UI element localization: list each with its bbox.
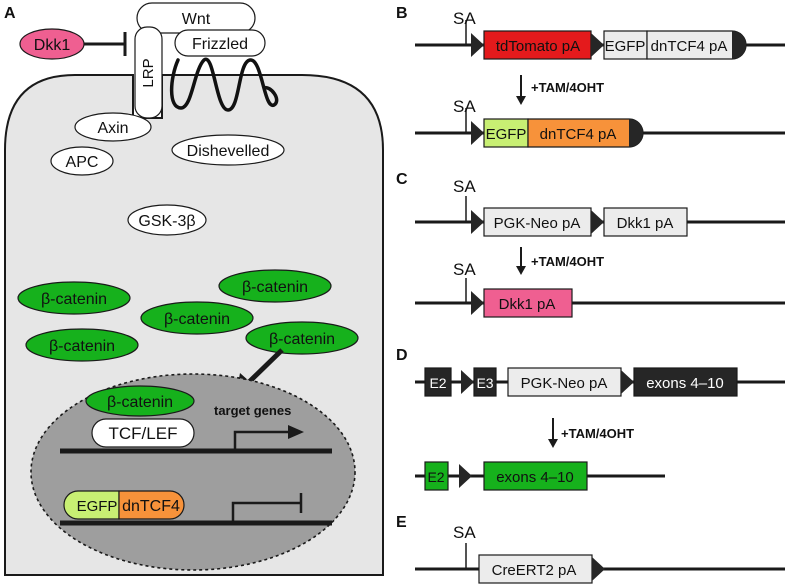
beta-catenin-label: β-catenin <box>164 311 230 328</box>
dkk1-label: Dkk1 <box>34 37 71 54</box>
dntcf4-recombined-cap <box>629 119 643 147</box>
exons-4-10-box <box>633 367 738 397</box>
recombination-arrowhead <box>516 96 526 105</box>
creert2-label: CreERT2 pA <box>492 562 577 579</box>
tdtomato-cassette <box>483 30 592 60</box>
loxp-site <box>471 33 484 57</box>
loxp-site <box>461 370 474 394</box>
egfp-segment-recombined <box>483 118 529 148</box>
exon-2-recombined-label: E2 <box>427 469 444 485</box>
treatment-label: +TAM/4OHT <box>561 426 634 441</box>
splice-acceptor-label: SA <box>453 177 476 196</box>
beta-catenin-nuclear-label: β-catenin <box>107 394 173 411</box>
egfp-fusion-domain <box>63 490 120 520</box>
beta-catenin-oval <box>17 281 131 315</box>
creert2-cassette <box>478 554 593 584</box>
loxp-site <box>591 210 604 234</box>
panel-label-d: D <box>396 347 408 364</box>
egfp-fusion-label: EGFP <box>77 498 118 515</box>
loxp-site <box>471 121 484 145</box>
treatment-label: +TAM/4OHT <box>531 254 604 269</box>
gsk3b-oval <box>127 204 207 236</box>
promoter-arrow <box>233 430 292 451</box>
beta-catenin-label: β-catenin <box>49 338 115 355</box>
loxp-site <box>592 557 605 581</box>
pgk-neo-d-label: PGK-Neo pA <box>521 375 608 392</box>
tdtomato-label: tdTomato pA <box>496 38 580 55</box>
beta-catenin-oval <box>140 301 254 335</box>
apc-oval <box>50 146 114 176</box>
splice-acceptor-label: SA <box>453 523 476 542</box>
dntcf4-cap <box>732 31 746 59</box>
exon-3-box <box>473 367 497 397</box>
pgk-neo-label: PGK-Neo pA <box>494 215 581 232</box>
dntcf4-recombined-label: dnTCF4 pA <box>540 126 617 143</box>
loxp-site <box>471 291 484 315</box>
frizzled-transmembrane-coil <box>169 57 279 112</box>
recombination-arrowhead <box>516 266 526 275</box>
treatment-label: +TAM/4OHT <box>531 80 604 95</box>
loxp-site <box>621 370 634 394</box>
wnt-label: Wnt <box>182 11 211 28</box>
axin-oval <box>74 112 152 142</box>
lrp-receptor <box>134 26 163 119</box>
exons-4-10-label: exons 4–10 <box>646 375 724 392</box>
splice-acceptor-label: SA <box>453 9 476 28</box>
blocked-promoter <box>231 501 300 523</box>
beta-catenin-label: β-catenin <box>242 279 308 296</box>
dntcf4-segment-label: dnTCF4 pA <box>651 38 728 55</box>
dkk1-cassette-label: Dkk1 pA <box>617 215 674 232</box>
dntcf4-fusion-label: dnTCF4 <box>122 498 180 515</box>
beta-catenin-label: β-catenin <box>269 331 335 348</box>
pgk-neo-cassette-d <box>507 367 622 397</box>
loxp-site <box>591 33 604 57</box>
frizzled-label: Frizzled <box>192 36 248 53</box>
exons-4-10-recombined-label: exons 4–10 <box>496 469 574 486</box>
promoter-arrowhead <box>288 425 304 439</box>
dkk1-recombined-label: Dkk1 pA <box>499 296 556 313</box>
exon-2-recombined-box <box>424 461 449 491</box>
splice-acceptor-label: SA <box>453 97 476 116</box>
exon-3-label: E3 <box>476 375 493 391</box>
beta-catenin-oval <box>218 269 332 303</box>
exon-2-box <box>424 367 452 397</box>
lrp-label: LRP <box>140 58 157 87</box>
loxp-site <box>459 464 472 488</box>
axin-label: Axin <box>97 120 128 137</box>
dishevelled-label: Dishevelled <box>187 143 270 160</box>
panel-label-c: C <box>396 171 408 188</box>
dishevelled-oval <box>171 134 285 166</box>
apc-label: APC <box>66 154 99 171</box>
beta-catenin-nuclear-oval <box>85 385 195 417</box>
target-genes-label: target genes <box>214 403 291 418</box>
beta-catenin-oval <box>245 321 359 355</box>
egfp-recombined-label: EGFP <box>486 126 527 143</box>
tcf-lef-label: TCF/LEF <box>109 424 178 443</box>
panel-label-a: A <box>4 5 16 22</box>
loxp-site <box>471 210 484 234</box>
dntcf4-fusion-domain <box>118 490 185 520</box>
beta-catenin-oval <box>25 328 139 362</box>
recombination-arrowhead <box>548 439 558 448</box>
panel-label-b: B <box>396 5 408 22</box>
nuclear-translocation-arrow <box>245 348 284 386</box>
tcf-lef-factor <box>91 418 195 448</box>
frizzled-receptor <box>174 29 266 57</box>
dkk1-cassette <box>603 207 688 237</box>
panel-label-e: E <box>396 514 407 531</box>
gsk3b-label: GSK-3β <box>138 213 195 230</box>
splice-acceptor-label: SA <box>453 260 476 279</box>
exon-2-label: E2 <box>429 375 446 391</box>
exons-4-10-recombined-box <box>483 461 588 491</box>
egfp-segment <box>603 30 648 60</box>
egfp-segment-label: EGFP <box>605 38 646 55</box>
beta-catenin-label: β-catenin <box>41 291 107 308</box>
dkk1-cassette-recombined <box>483 288 573 318</box>
